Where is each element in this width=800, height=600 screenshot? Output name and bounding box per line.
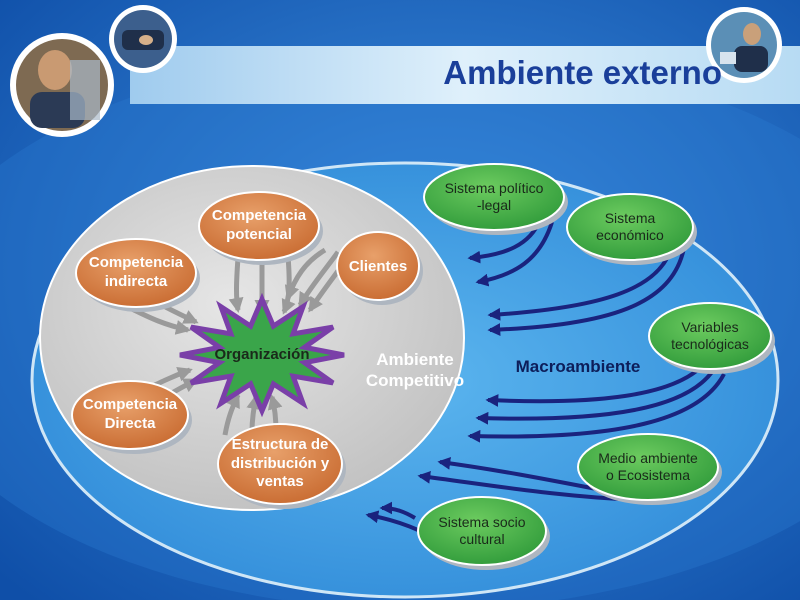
competencia-directa-label: Competencia Directa (72, 385, 188, 445)
arrow-clientes-1 (297, 250, 341, 308)
economico-line1: Sistema (604, 209, 656, 226)
politico-line1: Sistema político (444, 179, 544, 196)
estructura-line1: Estructura de (231, 435, 329, 453)
arrow-socio-1 (379, 501, 417, 520)
competitive-nodes (71, 191, 423, 509)
office-worker-photo (706, 7, 782, 83)
estructura-line2: distribución y (230, 454, 330, 472)
medio-line2: o Ecosistema (605, 467, 691, 483)
arrow-potencial-1 (228, 257, 244, 313)
politico-line2: -legal (476, 197, 512, 213)
arrow-economico-1 (487, 245, 674, 321)
node-estructura-distribucion[interactable] (217, 423, 343, 505)
handshake-photo (109, 5, 177, 73)
slide-title: Ambiente externo (443, 54, 722, 91)
arrow-tecnologicas-3 (467, 373, 726, 443)
node-sistema-socio-cultural[interactable] (417, 496, 547, 566)
medio-line1: Medio ambiente (598, 449, 698, 466)
arrow-socio-2 (365, 510, 419, 532)
medio-ambiente-label: Medio ambiente o Ecosistema (578, 437, 718, 497)
competencia-indirecta-label: Competencia indirecta (76, 243, 196, 303)
macro-nodes (417, 163, 775, 570)
sistema-economico-label: Sistema económico (567, 197, 693, 257)
competencia-potencial-line1: Competencia (211, 207, 307, 225)
competencia-indirecta-line1: Competencia (88, 254, 184, 272)
competencia-potencial-label: Competencia potencial (199, 196, 319, 256)
clientes-label: Clientes (348, 257, 408, 275)
node-medio-ambiente[interactable] (577, 433, 719, 501)
title-banner (130, 46, 800, 104)
socio-line1: Sistema socio (438, 513, 526, 530)
node-sistema-economico[interactable] (566, 193, 694, 261)
ambiente-competitivo-label: Ambiente Competitivo (350, 346, 480, 394)
arrow-tecnologicas-2 (475, 370, 714, 425)
organizacion-star (179, 292, 345, 418)
estructura-line3: ventas (256, 473, 304, 491)
organizacion-label: Organización (214, 345, 310, 363)
competencia-indirecta-line2: indirecta (104, 273, 168, 290)
arrow-politico-2 (475, 221, 554, 287)
arrow-economico-2 (487, 247, 686, 336)
variables-tecnologicas-label: Variables tecnológicas (649, 306, 771, 366)
arrow-clientes-3 (284, 247, 327, 301)
economico-line2: económico (596, 227, 664, 243)
competencia-directa-line1: Competencia (82, 396, 178, 414)
tecnologicas-line2: tecnológicas (671, 336, 749, 352)
competencia-potencial-line2: potencial (226, 226, 292, 243)
node-clientes[interactable] (336, 231, 420, 301)
node-competencia-potencial[interactable] (198, 191, 320, 261)
socio-line2: cultural (459, 531, 505, 547)
sistema-politico-legal-label: Sistema político -legal (424, 167, 564, 227)
competencia-directa-line2: Directa (104, 415, 156, 432)
node-variables-tecnologicas[interactable] (648, 302, 772, 370)
estructura-distribucion-label: Estructura de distribución y ventas (218, 429, 342, 499)
macroambiente-label: Macroambiente (515, 357, 641, 377)
sistema-socio-cultural-label: Sistema socio cultural (418, 501, 546, 561)
arrow-tecnologicas-1 (485, 366, 702, 407)
node-sistema-politico-legal[interactable] (423, 163, 565, 231)
ambiente-competitivo-line1: Ambiente (376, 349, 454, 369)
ambiente-competitivo-line2: Competitivo (365, 371, 465, 390)
arrow-estructura-1 (222, 392, 241, 436)
business-people-photo (10, 33, 114, 137)
tecnologicas-line1: Variables (681, 318, 739, 335)
node-competencia-directa[interactable] (71, 380, 189, 450)
node-competencia-indirecta[interactable] (75, 238, 197, 308)
